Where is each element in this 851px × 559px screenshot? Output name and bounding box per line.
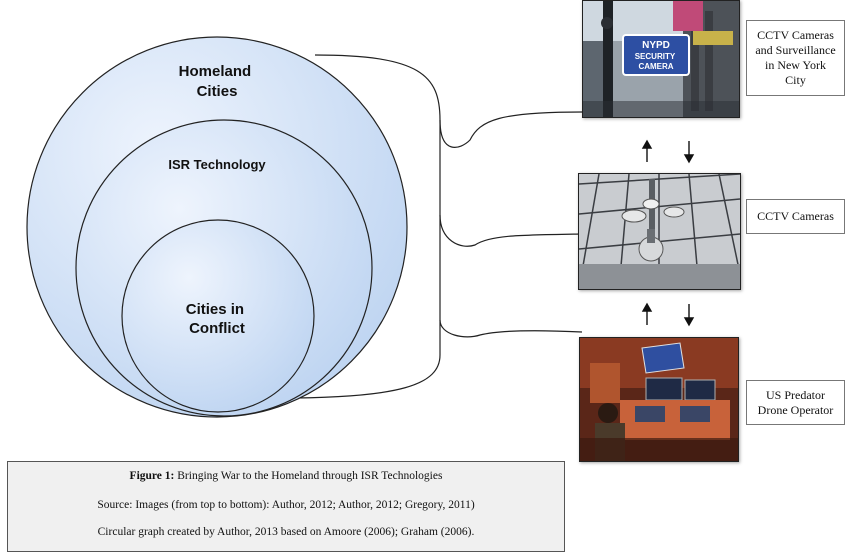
connector-bottom [279,320,441,399]
connector-lower [439,215,583,338]
connector-bracket [279,54,583,399]
caption-title-line: Figure 1: Bringing War to the Homeland t… [8,470,564,482]
inner-circle-conflict [121,219,315,413]
sign-text-bottom: SECURITY CAMERA [635,52,678,71]
photo-nypd-cctv: NYPD SECURITY CAMERA [582,0,740,118]
outer-circle-label: Homeland Cities [179,63,256,100]
connector-top [314,54,583,148]
arrow-down-icon [683,304,695,327]
photo-ceiling-cctv [578,173,741,290]
figure-caption: Figure 1: Bringing War to the Homeland t… [7,461,565,552]
caption-credit: Circular graph created by Author, 2013 b… [97,526,475,538]
arrows [641,139,695,327]
photo-label-nyc-cctv: CCTV Cameras and Surveillance in New Yor… [746,20,845,96]
arrow-up-icon [641,302,653,325]
photo-drone-operator [579,337,739,462]
photo-label-cctv-cameras: CCTV Cameras [746,199,845,234]
sign-text-top: NYPD [642,40,670,51]
caption-title: Bringing War to the Homeland through ISR… [177,470,443,482]
connector-middle [439,120,583,247]
photo-label-drone-operator: US Predator Drone Operator [746,380,845,425]
arrow-up-icon [641,139,653,162]
middle-circle-label: ISR Technology [168,157,266,172]
caption-figure-label: Figure 1: [129,470,175,482]
caption-source: Source: Images (from top to bottom): Aut… [97,499,475,511]
arrow-down-icon [683,141,695,164]
inner-circle-label: Cities in Conflict [186,301,249,337]
